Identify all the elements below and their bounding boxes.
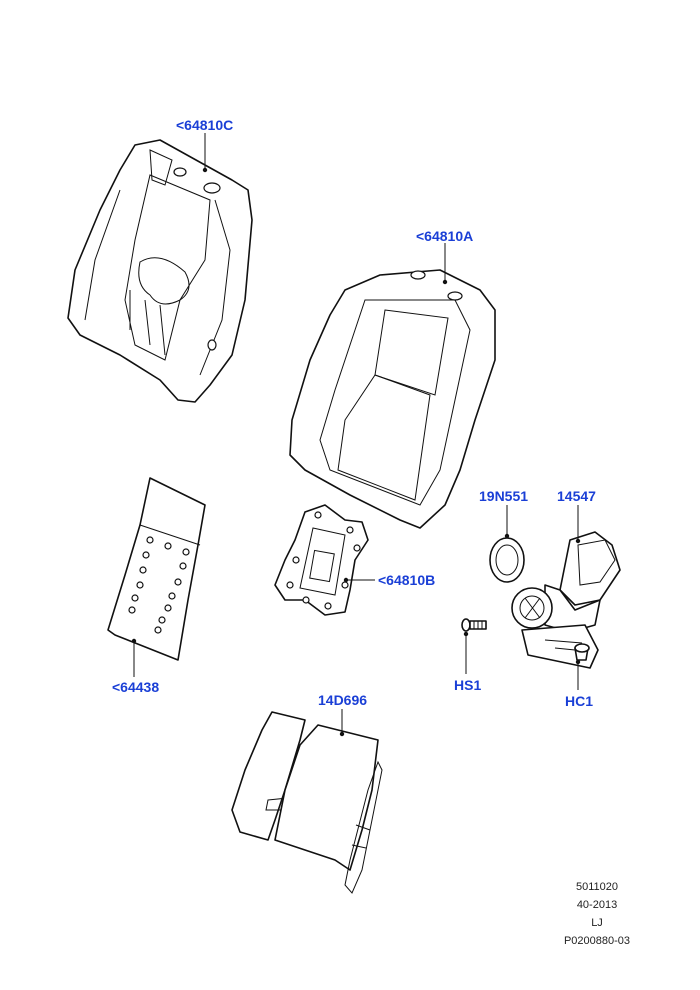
heater-mat-64438 [107,477,206,661]
callout-14d696: 14D696 [318,692,367,708]
reference-block: 5011020 40-2013 LJ P0200880-03 [564,881,630,947]
callout-14547: 14547 [557,488,596,504]
reference-line-1: 5011020 [576,881,618,893]
reference-line-3: LJ [591,917,603,929]
seat-back-frame-64810a [289,269,496,529]
back-panel-14d696 [231,711,383,894]
callout-64810b: <64810B [378,572,435,588]
blower-assembly-14547 [511,531,621,669]
callout-19n551: 19N551 [479,488,528,504]
callout-64810a: <64810A [416,228,473,244]
leader-lines [131,133,581,737]
callout-hs1: HS1 [454,677,481,693]
reference-line-2: 40-2013 [577,899,617,911]
screw-hs1 [461,618,487,632]
clip-hc1 [574,643,590,661]
seat-back-frame-64810c [67,139,253,403]
cover-disc-19n551 [489,537,525,583]
callout-64438: <64438 [112,679,159,695]
callout-64810c: <64810C [176,117,233,133]
reference-line-4: P0200880-03 [564,935,630,947]
callout-hc1: HC1 [565,693,593,709]
lumbar-plate-64810b [274,504,369,616]
heater-mat-holes [128,536,190,634]
